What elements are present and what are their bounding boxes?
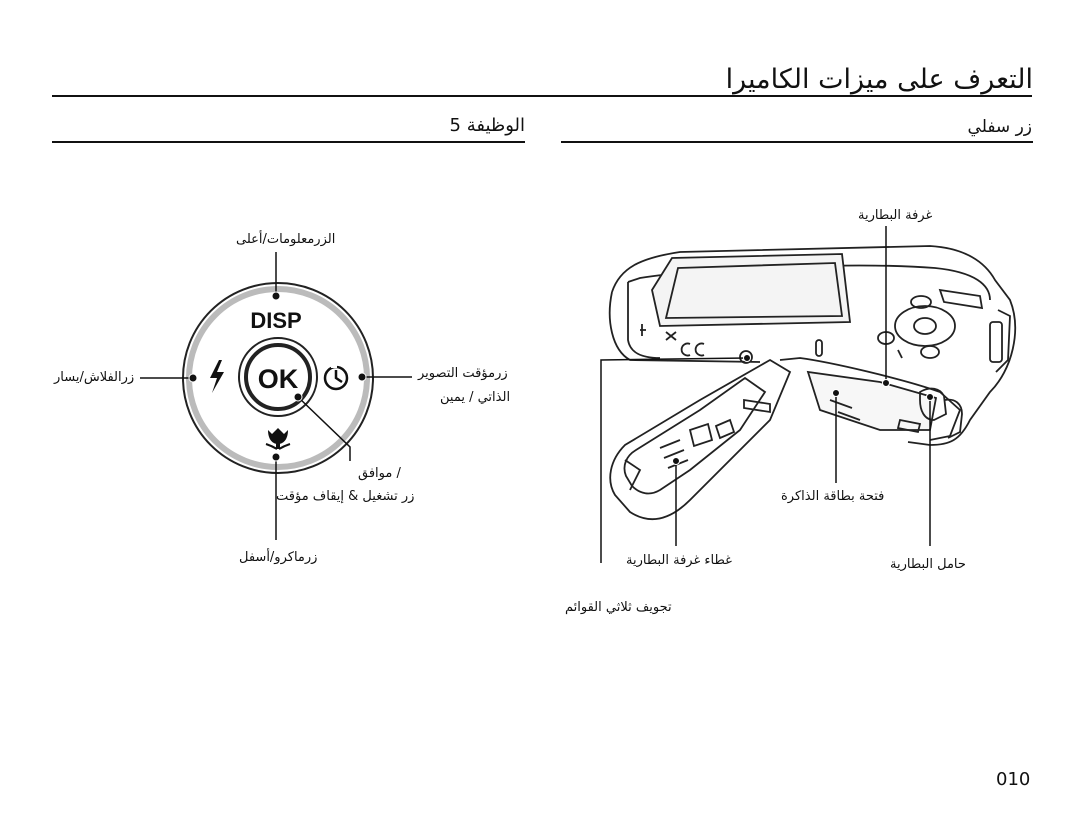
section-rule-right <box>561 141 1033 143</box>
label-tripod-mount: تجويف ثلاثي القوائم <box>565 600 672 615</box>
camera-body <box>608 245 1017 521</box>
label-right-button-line2: الذاتي / يمين <box>440 390 511 405</box>
section-rule-left <box>52 141 525 143</box>
label-ok-button-line2: زر تشغيل & إيقاف مؤقت <box>276 489 415 504</box>
timer-icon <box>323 364 349 391</box>
section-heading-bottom-button: زر سفلي <box>967 117 1032 137</box>
label-battery-cover: غطاء غرفة البطارية <box>626 553 732 568</box>
page-number: 010 <box>996 769 1031 790</box>
disp-button-label: DISP <box>250 308 301 333</box>
label-left-button: زرالفلاش/يسار <box>54 370 135 385</box>
label-memory-card-slot: فتحة بطاقة الذاكرة <box>781 489 885 504</box>
label-battery-chamber: غرفة البطارية <box>858 208 933 223</box>
macro-icon <box>265 428 291 450</box>
page-title: التعرف على ميزات الكاميرا <box>725 64 1033 95</box>
label-right-button-line1: زرمؤقت التصوير <box>418 366 508 381</box>
ok-button-label: OK <box>258 364 299 394</box>
label-battery-holder: حامل البطارية <box>890 557 966 572</box>
leader-ok <box>297 396 351 461</box>
leader-tripod <box>600 357 748 563</box>
label-up-button: الزرمعلومات/أعلى <box>236 232 336 247</box>
title-rule <box>52 95 1032 97</box>
label-ok-button-line1: / موافق <box>358 466 401 481</box>
label-down-button: زرماكرو/أسفل <box>239 550 318 565</box>
section-heading-function: الوظيفة 5 <box>449 115 525 136</box>
ok-button-ring <box>244 343 312 411</box>
flash-icon <box>210 360 224 393</box>
